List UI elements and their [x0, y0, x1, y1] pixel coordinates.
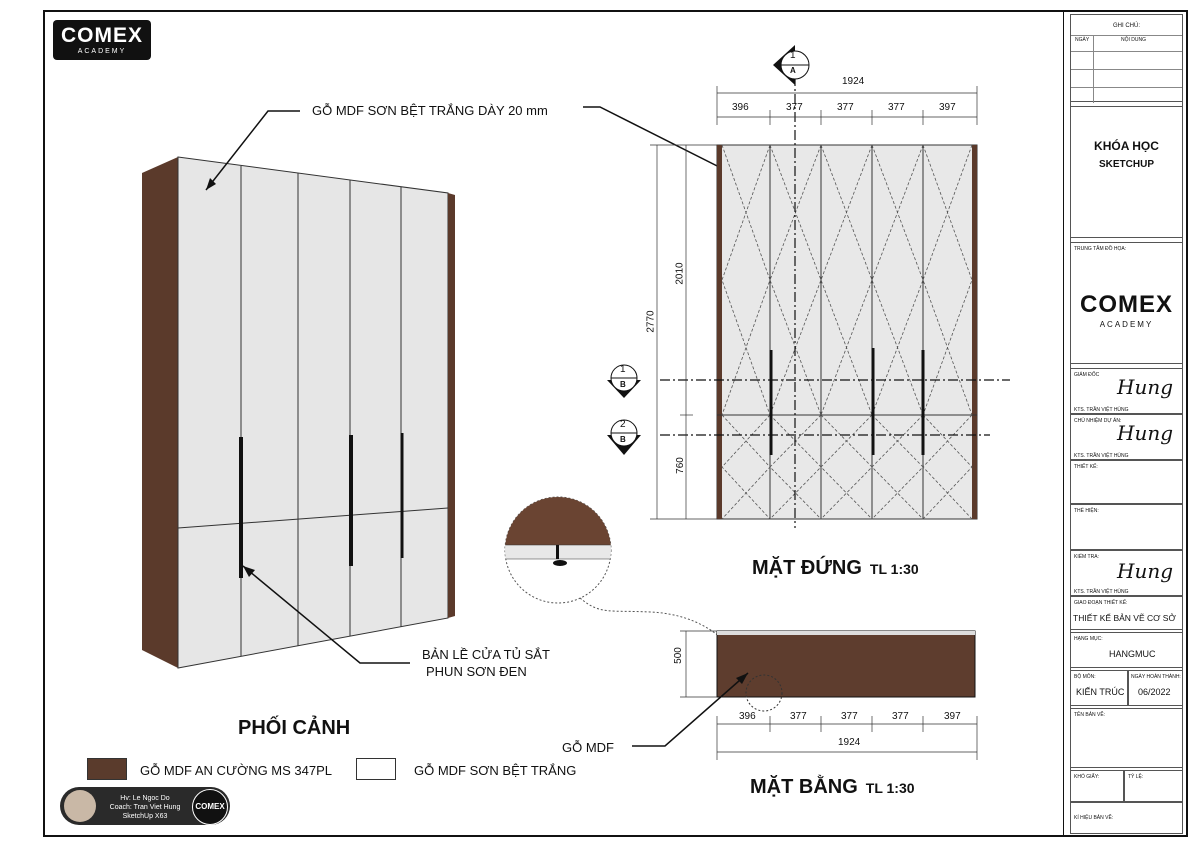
marker-b2-num: 2 [620, 419, 626, 430]
marker-b2-letter: B [620, 435, 626, 444]
ngay-ht-value: 06/2022 [1138, 687, 1171, 697]
signature-1: Hung [1117, 375, 1174, 399]
trung-tam-label: TRUNG TÂM ĐỒ HỌA: [1074, 246, 1127, 252]
elev-w1: 396 [732, 102, 749, 113]
bo-mon-label: BỘ MÔN: [1074, 674, 1096, 680]
ghi-chu-label: GHI CHÚ: [1113, 23, 1140, 29]
elev-w2: 377 [786, 102, 803, 113]
perspective-wardrobe [142, 106, 746, 669]
student-badge: Hv: Le Ngoc Do Coach: Tran Viet Hung Ske… [60, 787, 230, 825]
plan-w1: 396 [739, 711, 756, 722]
ten-ban-ve-label: TÊN BẢN VẼ: [1074, 712, 1106, 718]
giam-doc-label: GIÁM ĐỐC [1074, 372, 1100, 378]
plan-w4: 377 [892, 711, 909, 722]
legend-wood-label: GỖ MDF AN CƯỜNG MS 347PL [140, 763, 333, 778]
tb-logo-main: COMEX [1079, 291, 1173, 318]
marker-b1-letter: B [620, 380, 626, 389]
noi-dung-label: NỘI DUNG [1121, 37, 1146, 43]
the-hien-label: THỂ HIỆN: [1074, 508, 1099, 514]
kiem-tra-label: KIỂM TRA: [1074, 554, 1099, 560]
tb-logo-sub: ACADEMY [1099, 320, 1154, 329]
kts-2: KTS. TRẦN VIỆT HÙNG [1074, 453, 1129, 459]
elev-height-upper: 2010 [674, 262, 686, 285]
wood-swatch [87, 758, 127, 780]
legend-white-label: GỖ MDF SƠN BỆT TRẮNG [414, 763, 577, 778]
marker-a-letter: A [790, 66, 796, 75]
elevation-drawing [607, 45, 1010, 528]
plan-total-width: 1924 [838, 737, 861, 748]
elev-height-total: 2770 [645, 310, 657, 333]
elev-total-width: 1924 [842, 76, 865, 87]
ngay-ht-label: NGÀY HOÀN THÀNH: [1131, 674, 1181, 680]
kts-3: KTS. TRẦN VIỆT HÙNG [1074, 589, 1129, 595]
elev-height-lower: 760 [674, 457, 686, 474]
label-white-mdf: GỖ MDF SƠN BỆT TRẮNG DÀY 20 mm [312, 103, 548, 118]
plan-w2: 377 [790, 711, 807, 722]
badge-line1: Hv: Le Ngoc Do [120, 795, 170, 802]
plan-drawing [632, 630, 978, 760]
plan-w5: 397 [944, 711, 961, 722]
plan-depth: 500 [672, 647, 684, 664]
badge-line3: SketchUp X63 [122, 813, 168, 820]
plan-w3: 377 [841, 711, 858, 722]
bo-mon-value: KIẾN TRÚC [1076, 687, 1125, 697]
title-block: GHI CHÚ: NGÀY NỘI DUNG KHÓA HỌC SKETCHUP… [1063, 10, 1188, 837]
hang-muc-value: HANGMUC [1109, 649, 1156, 659]
ty-le-label: TỶ LỆ: [1128, 774, 1144, 780]
kho-giay-label: KHỔ GIẤY: [1074, 774, 1100, 780]
avatar [64, 790, 96, 822]
perspective-title: PHỐI CẢNH [238, 717, 351, 739]
wardrobe-front [177, 156, 449, 669]
comex-logo: COMEX ACADEMY [53, 20, 151, 60]
label-hinge-line1: BẢN LỀ CỬA TỦ SẮT [422, 647, 550, 662]
elev-w5: 397 [939, 102, 956, 113]
label-mdf: GỖ MDF [562, 740, 614, 755]
thiet-ke-label: THIẾT KẾ: [1074, 464, 1098, 470]
marker-a-num: 1 [790, 50, 796, 61]
elev-w4: 377 [888, 102, 905, 113]
ki-hieu-label: KÍ HIỆU BẢN VẼ: [1074, 815, 1114, 821]
marker-b1-num: 1 [620, 364, 626, 375]
label-hinge-line2: PHUN SƠN ĐEN [426, 664, 527, 679]
giai-doan-value: THIẾT KẾ BẢN VẼ CƠ SỞ [1073, 613, 1176, 623]
drawing-frame [43, 10, 1188, 837]
course-sub: SKETCHUP [1098, 159, 1154, 170]
white-swatch [356, 758, 396, 780]
badge-line2: Coach: Tran Viet Hung [109, 804, 181, 811]
signature-2: Hung [1117, 421, 1174, 445]
course-title: KHÓA HỌC [1094, 139, 1159, 153]
giai-doan-label: GIAO ĐOẠN THIẾT KẾ: [1074, 600, 1128, 606]
badge-logo: COMEX [192, 789, 228, 825]
ngay-label: NGÀY [1075, 37, 1090, 43]
elev-w3: 377 [837, 102, 854, 113]
hang-muc-label: HẠNG MỤC: [1074, 636, 1103, 642]
chu-nhiem-label: CHỦ NHIỆM DỰ ÁN: [1074, 418, 1122, 424]
drawings-canvas [142, 45, 1010, 760]
kts-1: KTS. TRẦN VIỆT HÙNG [1074, 407, 1129, 413]
wardrobe-side-panel [142, 157, 178, 668]
signature-3: Hung [1117, 559, 1174, 583]
